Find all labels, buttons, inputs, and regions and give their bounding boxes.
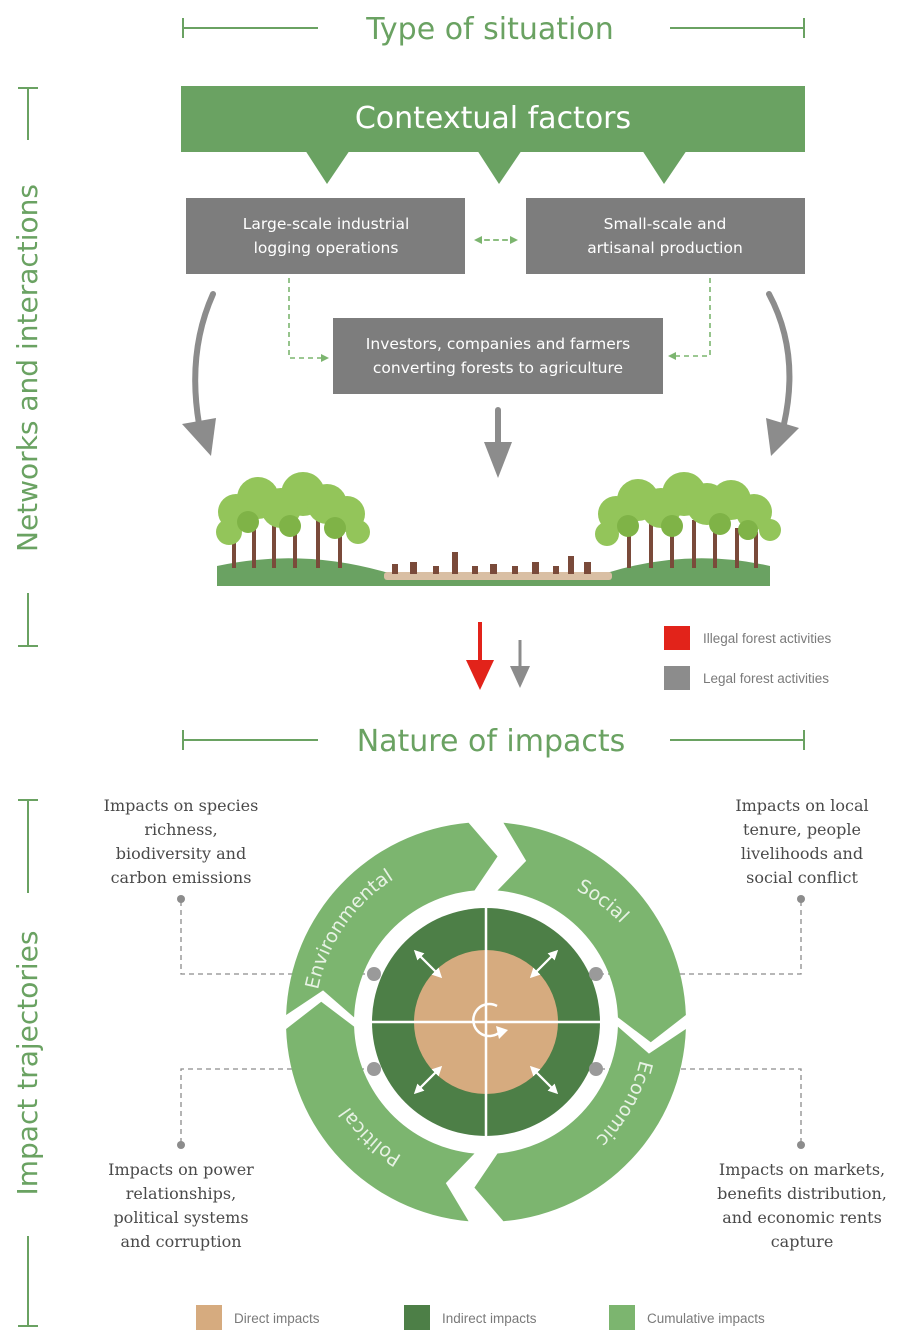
svg-text:Impacts on power: Impacts on power — [108, 1160, 254, 1179]
svg-text:Impacts on markets,: Impacts on markets, — [719, 1160, 885, 1179]
political-ring-segment — [286, 1001, 475, 1222]
svg-text:carbon emissions: carbon emissions — [111, 868, 252, 887]
forest-landscape-illustration — [216, 472, 781, 586]
environmental-impacts-text: Impacts on species richness, biodiversit… — [104, 796, 259, 887]
legal-label: Legal forest activities — [703, 671, 829, 686]
networks-interactions-title: Networks and interactions — [11, 184, 44, 552]
economic-ring-segment — [474, 1026, 686, 1222]
flow-arrowheads — [182, 418, 799, 478]
large-scale-line-2: logging operations — [254, 239, 399, 257]
interaction-connectors — [288, 236, 711, 362]
investors-converting-box: Investors, companies and farmers convert… — [333, 318, 663, 394]
svg-text:political systems: political systems — [113, 1208, 248, 1227]
social-ring-segment — [497, 822, 686, 1043]
large-scale-line-1: Large-scale industrial — [243, 215, 410, 233]
illegal-legal-arrows — [466, 622, 530, 690]
svg-text:tenure, people: tenure, people — [743, 820, 861, 839]
flow-arrows — [192, 291, 793, 447]
contextual-factors-banner: Contextual factors — [181, 86, 805, 184]
svg-text:and corruption: and corruption — [120, 1232, 241, 1251]
svg-text:biodiversity and: biodiversity and — [116, 844, 246, 863]
investors-line-2: converting forests to agriculture — [373, 359, 623, 377]
svg-text:Impacts on local: Impacts on local — [735, 796, 868, 815]
activity-legend: Illegal forest activities Legal forest a… — [664, 626, 832, 690]
impact-trajectories-title: Impact trajectories — [11, 930, 44, 1195]
nature-of-impacts-title: Nature of impacts — [357, 724, 626, 759]
small-scale-line-2: artisanal production — [587, 239, 743, 257]
small-scale-line-1: Small-scale and — [604, 215, 727, 233]
illegal-swatch — [664, 626, 690, 650]
svg-text:capture: capture — [771, 1232, 834, 1251]
svg-text:benefits distribution,: benefits distribution, — [717, 1184, 887, 1203]
environmental-ring-segment — [286, 822, 498, 1018]
illegal-label: Illegal forest activities — [703, 631, 832, 646]
nature-of-impacts-header: Nature of impacts — [182, 724, 805, 759]
impact-cycle-diagram: Environmental Social Economic Political — [286, 822, 686, 1222]
svg-text:relationships,: relationships, — [126, 1184, 236, 1203]
impact-leader-dots — [177, 895, 805, 1149]
legal-swatch — [664, 666, 690, 690]
svg-text:richness,: richness, — [144, 820, 217, 839]
large-scale-logging-box: Large-scale industrial logging operation… — [186, 198, 465, 274]
indirect-label: Indirect impacts — [442, 1311, 537, 1326]
economic-impacts-text: Impacts on markets, benefits distributio… — [717, 1160, 887, 1251]
networks-interactions-header: Networks and interactions — [11, 87, 44, 647]
svg-text:livelihoods and: livelihoods and — [741, 844, 863, 863]
indirect-swatch — [404, 1305, 430, 1330]
political-impacts-text: Impacts on power relationships, politica… — [108, 1160, 254, 1251]
contextual-factors-label: Contextual factors — [355, 101, 631, 136]
impact-trajectories-header: Impact trajectories — [11, 799, 44, 1327]
svg-text:and economic rents: and economic rents — [722, 1208, 882, 1227]
svg-text:Impacts on species: Impacts on species — [104, 796, 259, 815]
svg-text:social conflict: social conflict — [746, 868, 858, 887]
social-impacts-text: Impacts on local tenure, people liveliho… — [735, 796, 868, 887]
direct-label: Direct impacts — [234, 1311, 320, 1326]
investors-line-1: Investors, companies and farmers — [366, 335, 630, 353]
impact-legend: Direct impacts Indirect impacts Cumulati… — [196, 1305, 765, 1330]
type-of-situation-title: Type of situation — [365, 12, 614, 47]
type-of-situation-header: Type of situation — [182, 12, 805, 47]
direct-swatch — [196, 1305, 222, 1330]
small-scale-production-box: Small-scale and artisanal production — [526, 198, 805, 274]
cumulative-label: Cumulative impacts — [647, 1311, 765, 1326]
cycle-icon — [472, 1002, 502, 1038]
cumulative-impacts-ring — [286, 822, 686, 1222]
cumulative-swatch — [609, 1305, 635, 1330]
